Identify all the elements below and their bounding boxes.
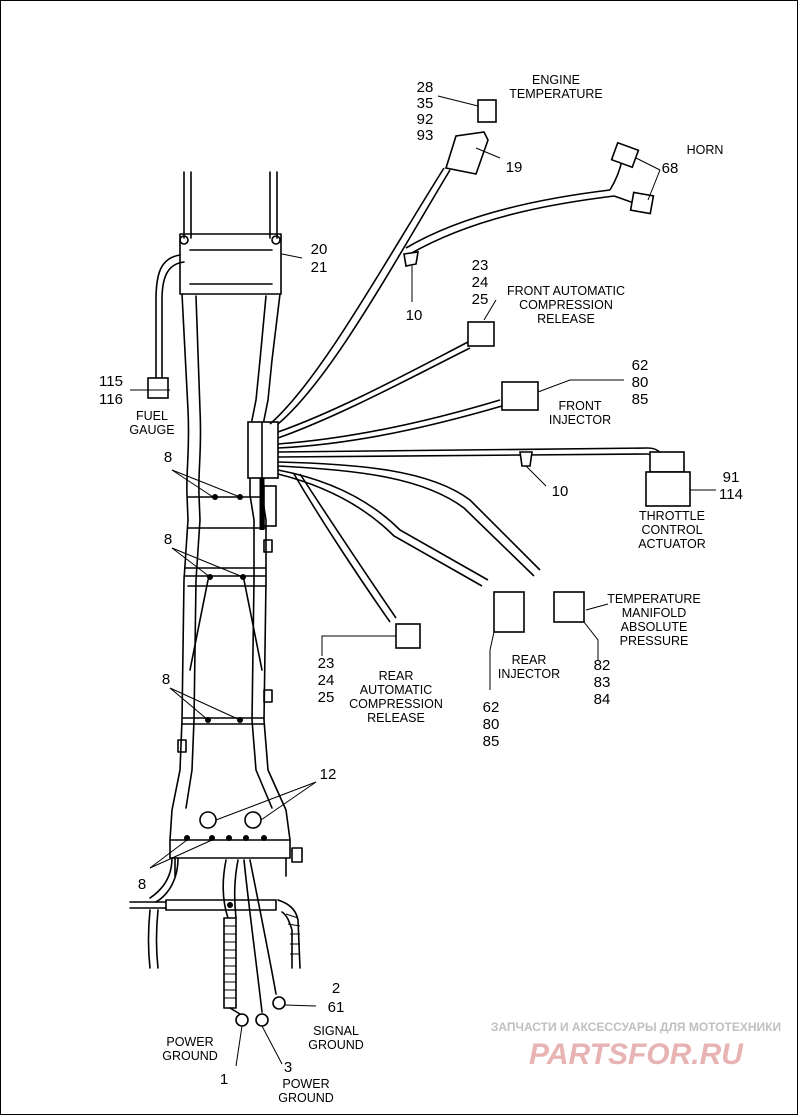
front-acr-part-1: 23: [472, 257, 489, 274]
front-inj-label-1: FRONT: [558, 399, 601, 413]
watermark: ЗАПЧАСТИ И АКСЕССУАРЫ ДЛЯ МОТОТЕХНИКИ PA…: [491, 1020, 781, 1071]
rear-inj-part-3: 85: [483, 733, 500, 750]
engine-temp-part-1: 28: [417, 79, 434, 96]
tca-label-1: THROTTLE: [639, 509, 705, 523]
engine-temp-label-2: TEMPERATURE: [509, 87, 603, 101]
part-19: 19: [506, 159, 523, 176]
rear-acr-part-2: 24: [318, 672, 335, 689]
tca-label-2: CONTROL: [641, 523, 702, 537]
rear-acr-label-4: RELEASE: [367, 711, 425, 725]
tca-part-2: 114: [719, 486, 743, 503]
rear-inj-label-1: REAR: [512, 653, 547, 667]
rear-acr-label-3: COMPRESSION: [349, 697, 443, 711]
power1-label-2: GROUND: [162, 1049, 218, 1063]
part-12: 12: [320, 766, 337, 783]
part-8-b: 8: [164, 531, 172, 548]
part-10-mid: 10: [552, 483, 569, 500]
engine-temp-part-3: 92: [417, 111, 434, 128]
engine-temp-label-1: ENGINE: [532, 73, 580, 87]
front-inj-part-3: 85: [632, 391, 649, 408]
rear-acr-part-1: 23: [318, 655, 335, 672]
front-acr-part-3: 25: [472, 291, 489, 308]
fuel-gauge-label-1: FUEL: [136, 409, 168, 423]
front-acr-label-2: COMPRESSION: [519, 298, 613, 312]
rear-acr-label-1: REAR: [379, 669, 414, 683]
rear-inj-label-2: INJECTOR: [498, 667, 560, 681]
watermark-brand: PARTSFOR.RU: [529, 1038, 744, 1071]
front-inj-part-2: 80: [632, 374, 649, 391]
fuel-gauge-part-2: 116: [99, 391, 123, 408]
fuel-gauge-part-1: 115: [99, 373, 123, 390]
part-3: 3: [284, 1059, 292, 1076]
connectors: [147, 99, 691, 649]
part-68: 68: [662, 160, 679, 177]
front-acr-part-2: 24: [472, 274, 489, 291]
part-8-d: 8: [138, 876, 146, 893]
part-20: 20: [311, 241, 328, 258]
callout-labels: 28 35 92 93 ENGINE TEMPERATURE 19 HORN 6…: [99, 73, 743, 1105]
watermark-tagline: ЗАПЧАСТИ И АКСЕССУАРЫ ДЛЯ МОТОТЕХНИКИ: [491, 1020, 781, 1034]
tmap-label-4: PRESSURE: [620, 634, 689, 648]
rear-inj-part-1: 62: [483, 699, 500, 716]
power1-label-1: POWER: [166, 1035, 213, 1049]
tmap-part-1: 82: [594, 657, 611, 674]
part-8-c: 8: [162, 671, 170, 688]
tmap-part-2: 83: [594, 674, 611, 691]
tca-part-1: 91: [723, 469, 740, 486]
signal-label-2: GROUND: [308, 1038, 364, 1052]
tca-label-3: ACTUATOR: [638, 537, 706, 551]
part-10-top: 10: [406, 307, 423, 324]
leader-lines: [130, 95, 716, 1067]
coil-hatching: [224, 913, 301, 999]
tmap-label-1: TEMPERATURE: [607, 592, 701, 606]
signal-part-1: 2: [332, 980, 340, 997]
power3-label-1: POWER: [282, 1077, 329, 1091]
main-harness: [247, 159, 667, 623]
tmap-label-2: MANIFOLD: [622, 606, 687, 620]
fuel-gauge-label-2: GAUGE: [129, 423, 174, 437]
power3-label-2: GROUND: [278, 1091, 334, 1105]
signal-label-1: SIGNAL: [313, 1024, 359, 1038]
front-acr-label-3: RELEASE: [537, 312, 595, 326]
part-1: 1: [220, 1071, 228, 1088]
rear-acr-label-2: AUTOMATIC: [360, 683, 432, 697]
tmap-label-3: ABSOLUTE: [621, 620, 688, 634]
rear-inj-part-2: 80: [483, 716, 500, 733]
front-inj-part-1: 62: [632, 357, 649, 374]
engine-temp-part-2: 35: [417, 95, 434, 112]
front-acr-label-1: FRONT AUTOMATIC: [507, 284, 625, 298]
tmap-part-3: 84: [594, 691, 611, 708]
rear-acr-part-3: 25: [318, 689, 335, 706]
part-21: 21: [311, 259, 328, 276]
front-inj-label-2: INJECTOR: [549, 413, 611, 427]
engine-temp-part-4: 93: [417, 127, 434, 144]
frame-drawing: [129, 171, 303, 1027]
horn-label: HORN: [687, 143, 724, 157]
signal-part-2: 61: [328, 999, 345, 1016]
part-8-a: 8: [164, 449, 172, 466]
